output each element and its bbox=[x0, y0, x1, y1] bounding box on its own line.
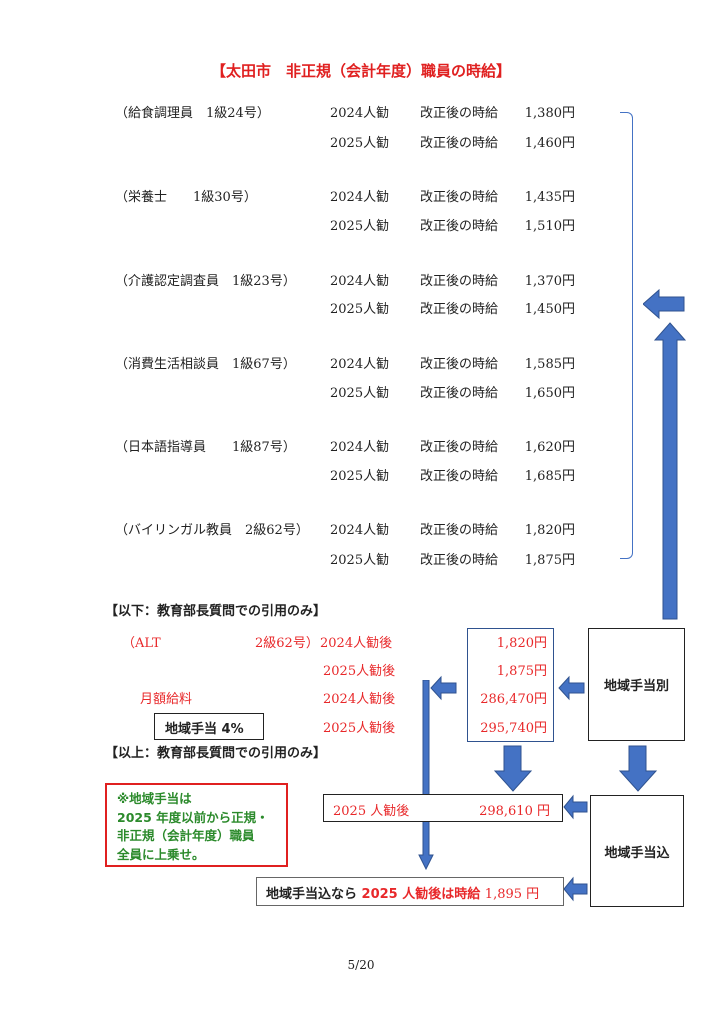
hourly-amount: 1,380円 bbox=[524, 106, 575, 121]
left-arrow-icon bbox=[563, 876, 588, 902]
position-label: （日本語指導員 1級87号） bbox=[115, 440, 296, 455]
note-box: ※地域手当は 2025 年度以前から正規・ 非正規（会計年度）職員 全員に上乗せ… bbox=[105, 783, 288, 867]
note-line: 2025 年度以前から正規・ bbox=[117, 809, 269, 825]
page-number: 5/20 bbox=[347, 958, 375, 972]
position-label: （栄養士 1級30号） bbox=[115, 190, 257, 205]
kaisei-label: 改正後の時給 bbox=[420, 357, 499, 372]
komi-box: 地域手当込 bbox=[590, 795, 684, 907]
note-line: 全員に上乗せ。 bbox=[117, 846, 205, 862]
kaisei-label: 改正後の時給 bbox=[420, 302, 499, 317]
year-label: 2025人勧 bbox=[330, 136, 390, 151]
note-line: ※地域手当は bbox=[117, 791, 192, 806]
year-label: 2025人勧 bbox=[330, 553, 390, 568]
kaisei-label: 改正後の時給 bbox=[420, 106, 499, 121]
result-amount: 298,610 円 bbox=[479, 804, 550, 819]
monthly-label: 月額給料 bbox=[140, 692, 193, 707]
year-label: 2025人勧 bbox=[330, 469, 390, 484]
year-label: 2025人勧 bbox=[330, 386, 390, 401]
down-arrow-icon bbox=[418, 680, 434, 870]
alt-amount: 295,740円 bbox=[480, 721, 547, 736]
hourly-amount: 1,510円 bbox=[524, 219, 575, 234]
alt-amount: 1,820円 bbox=[496, 636, 547, 651]
kaisei-label: 改正後の時給 bbox=[420, 440, 499, 455]
kaisei-label: 改正後の時給 bbox=[420, 274, 499, 289]
position-label: （介護認定調査員 1級23号） bbox=[115, 274, 296, 289]
hourly-amount: 1,450円 bbox=[524, 302, 575, 317]
hourly-amount: 1,435円 bbox=[524, 190, 575, 205]
page-title: 【太田市 非正規（会計年度）職員の時給】 bbox=[210, 62, 511, 80]
year-label: 2025人勧 bbox=[330, 302, 390, 317]
year-label: 2024人勧 bbox=[330, 440, 390, 455]
hourly-amount: 1,820円 bbox=[524, 523, 575, 538]
alt-amount: 286,470円 bbox=[480, 692, 547, 707]
note-line: 非正規（会計年度）職員 bbox=[117, 828, 255, 843]
year-label: 2024人勧 bbox=[330, 106, 390, 121]
kaisei-label: 改正後の時給 bbox=[420, 136, 499, 151]
kaisei-label: 改正後の時給 bbox=[420, 469, 499, 484]
alt-label: （ALT bbox=[122, 636, 161, 651]
alt-grade: 2級62号） bbox=[255, 636, 319, 651]
kaisei-label: 改正後の時給 bbox=[420, 190, 499, 205]
alt-year: 2024人勧後 bbox=[323, 692, 396, 707]
kaisei-label: 改正後の時給 bbox=[420, 386, 499, 401]
hourly-amount: 1,650円 bbox=[524, 386, 575, 401]
left-arrow-icon bbox=[643, 288, 685, 320]
year-label: 2024人勧 bbox=[330, 190, 390, 205]
hourly-amount: 1,875円 bbox=[524, 553, 575, 568]
hourly-amount: 1,620円 bbox=[524, 440, 575, 455]
alt-year: 2025人勧後 bbox=[323, 664, 396, 679]
allowance-box: 地域手当 4% bbox=[154, 713, 264, 740]
result-year: 2025 人勧後 bbox=[333, 804, 410, 819]
alt-amount: 1,875円 bbox=[496, 664, 547, 679]
year-label: 2024人勧 bbox=[330, 274, 390, 289]
quote-end: 【以上：教育部長質問での引用のみ】 bbox=[105, 746, 327, 761]
position-label: （消費生活相談員 1級67号） bbox=[115, 357, 296, 372]
kaisei-label: 改正後の時給 bbox=[420, 553, 499, 568]
kaisei-label: 改正後の時給 bbox=[420, 523, 499, 538]
bracket bbox=[620, 112, 633, 559]
up-arrow-icon bbox=[653, 322, 687, 620]
alt-year: 2024人勧後 bbox=[320, 636, 393, 651]
final-box: 地域手当込なら 2025 人勧後は時給 1,895 円 bbox=[256, 877, 564, 906]
kaisei-label: 改正後の時給 bbox=[420, 219, 499, 234]
final-amount: 1,895 円 bbox=[484, 887, 540, 902]
final-mid: 2025 人勧後は時給 bbox=[361, 887, 481, 902]
hourly-amount: 1,585円 bbox=[524, 357, 575, 372]
left-arrow-icon bbox=[563, 794, 588, 820]
alt-amount-box: 1,820円 1,875円 286,470円 295,740円 bbox=[467, 628, 554, 742]
monthly-result-box: 2025 人勧後 298,610 円 bbox=[323, 794, 563, 822]
year-label: 2024人勧 bbox=[330, 523, 390, 538]
quote-start: 【以下：教育部長質問での引用のみ】 bbox=[105, 604, 327, 619]
year-label: 2025人勧 bbox=[330, 219, 390, 234]
final-prefix: 地域手当込なら bbox=[266, 887, 358, 902]
left-arrow-icon bbox=[430, 675, 457, 701]
alt-year: 2025人勧後 bbox=[323, 721, 396, 736]
year-label: 2024人勧 bbox=[330, 357, 390, 372]
position-label: （給食調理員 1級24号） bbox=[115, 106, 270, 121]
left-arrow-icon bbox=[558, 675, 585, 701]
down-arrow-icon bbox=[618, 745, 658, 792]
betsu-box: 地域手当別 bbox=[588, 628, 685, 741]
down-arrow-icon bbox=[493, 745, 533, 792]
hourly-amount: 1,460円 bbox=[524, 136, 575, 151]
position-label: （バイリンガル教員 2級62号） bbox=[115, 523, 309, 538]
hourly-amount: 1,685円 bbox=[524, 469, 575, 484]
hourly-amount: 1,370円 bbox=[524, 274, 575, 289]
